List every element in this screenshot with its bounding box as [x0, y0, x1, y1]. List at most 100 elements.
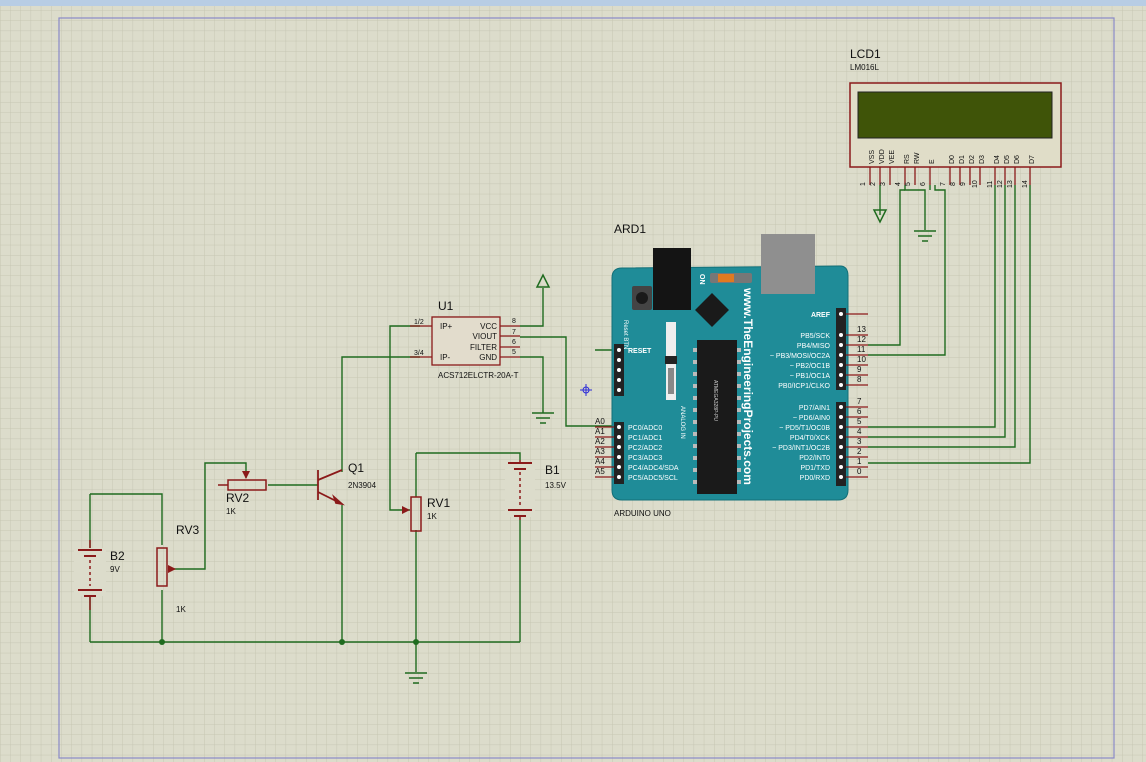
analog-in-label[interactable]: ANALOG IN — [679, 406, 685, 439]
rv2-value[interactable]: 1K — [226, 507, 236, 516]
microcontroller-chip-icon[interactable] — [697, 340, 737, 494]
q1-ref[interactable]: Q1 — [348, 461, 364, 475]
lcd-pin-num[interactable]: 2 — [870, 182, 877, 186]
digital-pin-num[interactable]: 12 — [857, 335, 866, 344]
analog-pin-num[interactable]: A0 — [595, 417, 605, 426]
digital-pin-num[interactable]: 5 — [857, 417, 862, 426]
reset-pin-label[interactable]: RESET — [628, 348, 652, 355]
digital-pin-name[interactable]: PD4/T0/XCK — [790, 435, 830, 442]
u1-pin-num[interactable]: 8 — [512, 318, 516, 325]
digital-pin-num[interactable]: 0 — [857, 467, 862, 476]
digital-pin-name[interactable]: ~ PD5/T1/OC0B — [779, 425, 830, 432]
lcd-pin-num[interactable]: 1 — [860, 182, 867, 186]
analog-pin-name[interactable]: PC4/ADC4/SDA — [628, 465, 679, 472]
potentiometer-rv2[interactable]: RV2 1K — [218, 471, 267, 516]
digital-pin-name[interactable]: ~ PB1/OC1A — [790, 373, 831, 380]
u1-pin-name[interactable]: IP- — [440, 353, 451, 362]
u1-pin-num[interactable]: 6 — [512, 339, 516, 346]
lcd-pin-num[interactable]: 5 — [905, 182, 912, 186]
potentiometer-rv1[interactable]: RV1 1K — [402, 496, 450, 532]
digital-pin-name[interactable]: ~ PB3/MOSI/OC2A — [770, 353, 830, 360]
rv2-ref[interactable]: RV2 — [226, 491, 249, 505]
u1-ref[interactable]: U1 — [438, 299, 454, 313]
digital-pin-name[interactable]: ~ PD6/AIN0 — [793, 415, 830, 422]
digital-pin-name[interactable]: ~ PB2/OC1B — [790, 363, 831, 370]
u1-pin-num[interactable]: 1/2 — [414, 319, 424, 326]
lcd-pin-name[interactable]: D0 — [949, 155, 956, 164]
analog-pin-num[interactable]: A2 — [595, 437, 605, 446]
digital-pin-name[interactable]: PD1/TXD — [800, 465, 830, 472]
digital-pin-num[interactable]: 6 — [857, 407, 862, 416]
led-icon[interactable] — [718, 274, 734, 282]
rv3-ref[interactable]: RV3 — [176, 523, 199, 537]
analog-pin-num[interactable]: A5 — [595, 467, 605, 476]
u1-pin-name[interactable]: VIOUT — [473, 332, 498, 341]
chip-text[interactable]: ATMEGA328P-PU — [712, 380, 718, 421]
aref-label[interactable]: AREF — [811, 312, 831, 319]
digital-pin-num[interactable]: 7 — [857, 397, 862, 406]
analog-pin-num[interactable]: A1 — [595, 427, 605, 436]
lcd-pin-name[interactable]: RS — [904, 154, 911, 164]
digital-pin-name[interactable]: PB5/SCK — [800, 333, 830, 340]
digital-pin-num[interactable]: 13 — [857, 325, 866, 334]
digital-pin-num[interactable]: 2 — [857, 447, 862, 456]
lcd-pin-name[interactable]: D4 — [994, 155, 1001, 164]
b2-value[interactable]: 9V — [110, 565, 120, 574]
digital-pin-name[interactable]: PD7/AIN1 — [799, 405, 830, 412]
arduino-label[interactable]: ARDUINO UNO — [614, 509, 671, 518]
digital-pin-num[interactable]: 11 — [857, 345, 866, 354]
digital-pin-name[interactable]: PB4/MISO — [797, 343, 831, 350]
analog-pin-name[interactable]: PC2/ADC2 — [628, 445, 662, 452]
u1-pin-num[interactable]: 3/4 — [414, 350, 424, 357]
u1-pin-name[interactable]: FILTER — [470, 343, 497, 352]
lcd-pin-num[interactable]: 12 — [997, 180, 1004, 188]
digital-pin-name[interactable]: PB0/ICP1/CLKO — [778, 383, 830, 390]
analog-pin-name[interactable]: PC5/ADC5/SCL — [628, 475, 678, 482]
diode-icon[interactable] — [665, 356, 677, 364]
website-label[interactable]: www.TheEngineeringProjects.com — [741, 287, 755, 485]
analog-pin-num[interactable]: A3 — [595, 447, 605, 456]
digital-pin-name[interactable]: PD2/INT0 — [799, 455, 830, 462]
lcd-pin-num[interactable]: 13 — [1007, 180, 1014, 188]
digital-pin-num[interactable]: 9 — [857, 365, 862, 374]
lcd-ref[interactable]: LCD1 — [850, 47, 881, 61]
u1-model[interactable]: ACS712ELCTR-20A-T — [438, 371, 519, 380]
power-jack-icon[interactable] — [653, 248, 691, 310]
analog-pin-name[interactable]: PC3/ADC3 — [628, 455, 662, 462]
digital-pin-name[interactable]: PD0/RXD — [800, 475, 830, 482]
rv1-ref[interactable]: RV1 — [427, 496, 450, 510]
lcd-pin-name[interactable]: E — [929, 159, 936, 164]
rv3-value[interactable]: 1K — [176, 605, 186, 614]
arduino-uno-ard1[interactable]: ARD1 Reset BTN ON ATMEGA328P-PU ANALOG I… — [595, 222, 868, 518]
analog-pin-name[interactable]: PC1/ADC1 — [628, 435, 662, 442]
b1-ref[interactable]: B1 — [545, 463, 560, 477]
lcd-pin-name[interactable]: D6 — [1014, 155, 1021, 164]
digital-pin-num[interactable]: 3 — [857, 437, 862, 446]
reset-btn-label[interactable]: Reset BTN — [622, 320, 628, 349]
transistor-q1[interactable]: Q1 2N3904 — [317, 461, 377, 506]
potentiometer-rv3[interactable]: RV3 1K — [156, 523, 199, 614]
lcd-pin-name[interactable]: D3 — [979, 155, 986, 164]
lcd-pin-name[interactable]: VSS — [869, 150, 876, 164]
lcd-pin-name[interactable]: D2 — [969, 155, 976, 164]
digital-pin-num[interactable]: 1 — [857, 457, 862, 466]
lcd-pin-name[interactable]: VEE — [889, 150, 896, 164]
lcd-display-lcd1[interactable]: LCD1 LM016L VSS VDD VEE RS RW E D0 D1 D2… — [849, 47, 1062, 188]
lcd-screen[interactable] — [857, 91, 1053, 139]
u1-pin-name[interactable]: VCC — [480, 322, 497, 331]
digital-pin-num[interactable]: 8 — [857, 375, 862, 384]
battery-b1[interactable]: B1 13.5V — [505, 460, 567, 520]
lcd-pin-name[interactable]: VDD — [879, 149, 886, 164]
lcd-pin-num[interactable]: 4 — [895, 182, 902, 186]
lcd-pin-num[interactable]: 3 — [880, 182, 887, 186]
current-sensor-u1[interactable]: U1 ACS712ELCTR-20A-T 1/2 3/4 IP+ IP- VCC… — [410, 299, 520, 380]
lcd-pin-num[interactable]: 9 — [960, 182, 967, 186]
battery-b2[interactable]: B2 9V — [74, 540, 125, 610]
lcd-pin-num[interactable]: 11 — [987, 181, 994, 188]
digital-pin-name[interactable]: ~ PD3/INT1/OC2B — [772, 445, 830, 452]
analog-pin-name[interactable]: PC0/ADC0 — [628, 425, 662, 432]
crystal-icon[interactable] — [695, 293, 729, 327]
u1-pin-name[interactable]: IP+ — [440, 322, 453, 331]
lcd-model[interactable]: LM016L — [850, 63, 879, 72]
